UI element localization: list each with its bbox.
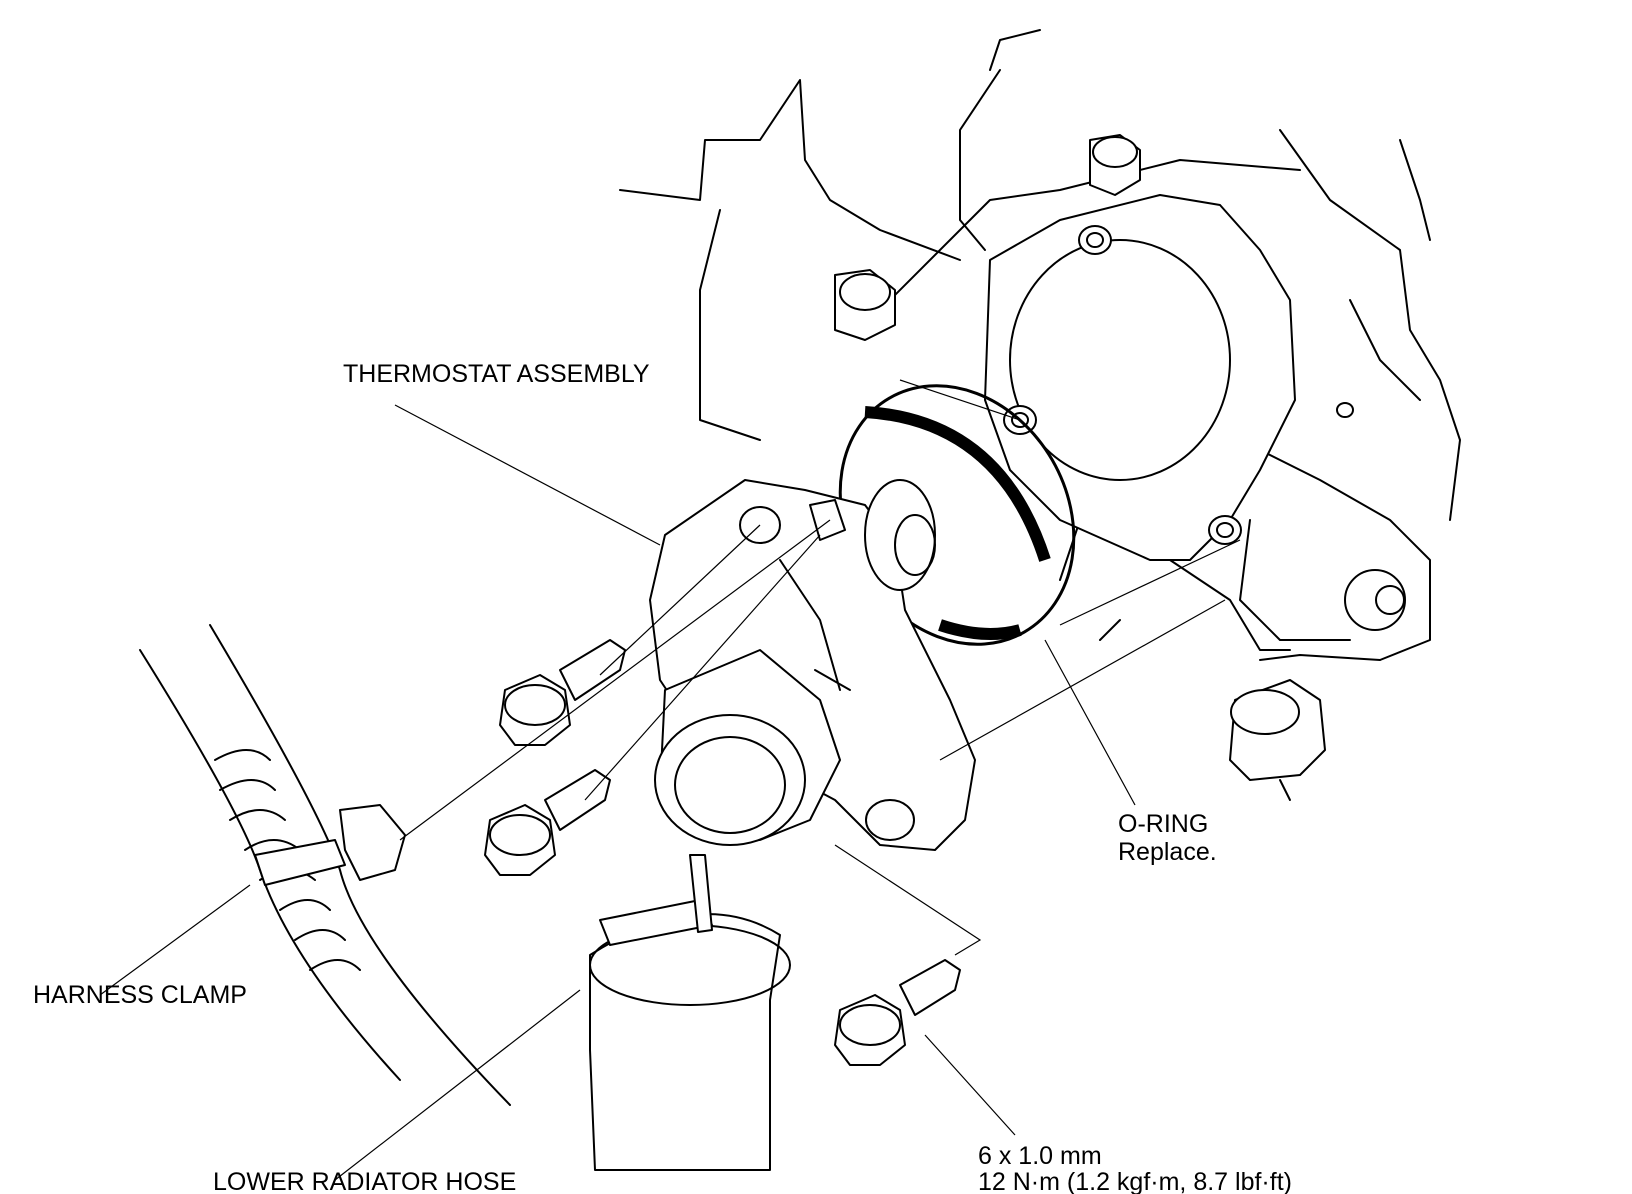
bolt-torque-label: 12 N·m (1.2 kgf·m, 8.7 lbf·ft) xyxy=(978,1168,1292,1194)
harness-clamp-label: HARNESS CLAMP xyxy=(33,981,247,1009)
leader-lines xyxy=(99,379,1241,1181)
bolt-lower xyxy=(834,959,961,1066)
bolt-upper xyxy=(499,639,626,746)
thermostat-assembly-part xyxy=(649,479,976,851)
block-bolt-left xyxy=(834,269,896,341)
bolt-size-label: 6 x 1.0 mm xyxy=(978,1142,1102,1170)
engine-block xyxy=(619,29,1461,801)
lower-radiator-hose xyxy=(589,854,791,1171)
o-ring-note: Replace. xyxy=(1118,838,1217,866)
thermostat-assembly-label: THERMOSTAT ASSEMBLY xyxy=(343,360,650,388)
bolt-middle xyxy=(484,769,611,876)
o-ring-label: O-RING xyxy=(1118,810,1208,838)
block-bolt-top xyxy=(1089,134,1141,196)
lower-radiator-hose-label: LOWER RADIATOR HOSE xyxy=(213,1168,516,1194)
harness-clamp-part xyxy=(254,804,406,886)
housing-flange xyxy=(984,194,1296,561)
